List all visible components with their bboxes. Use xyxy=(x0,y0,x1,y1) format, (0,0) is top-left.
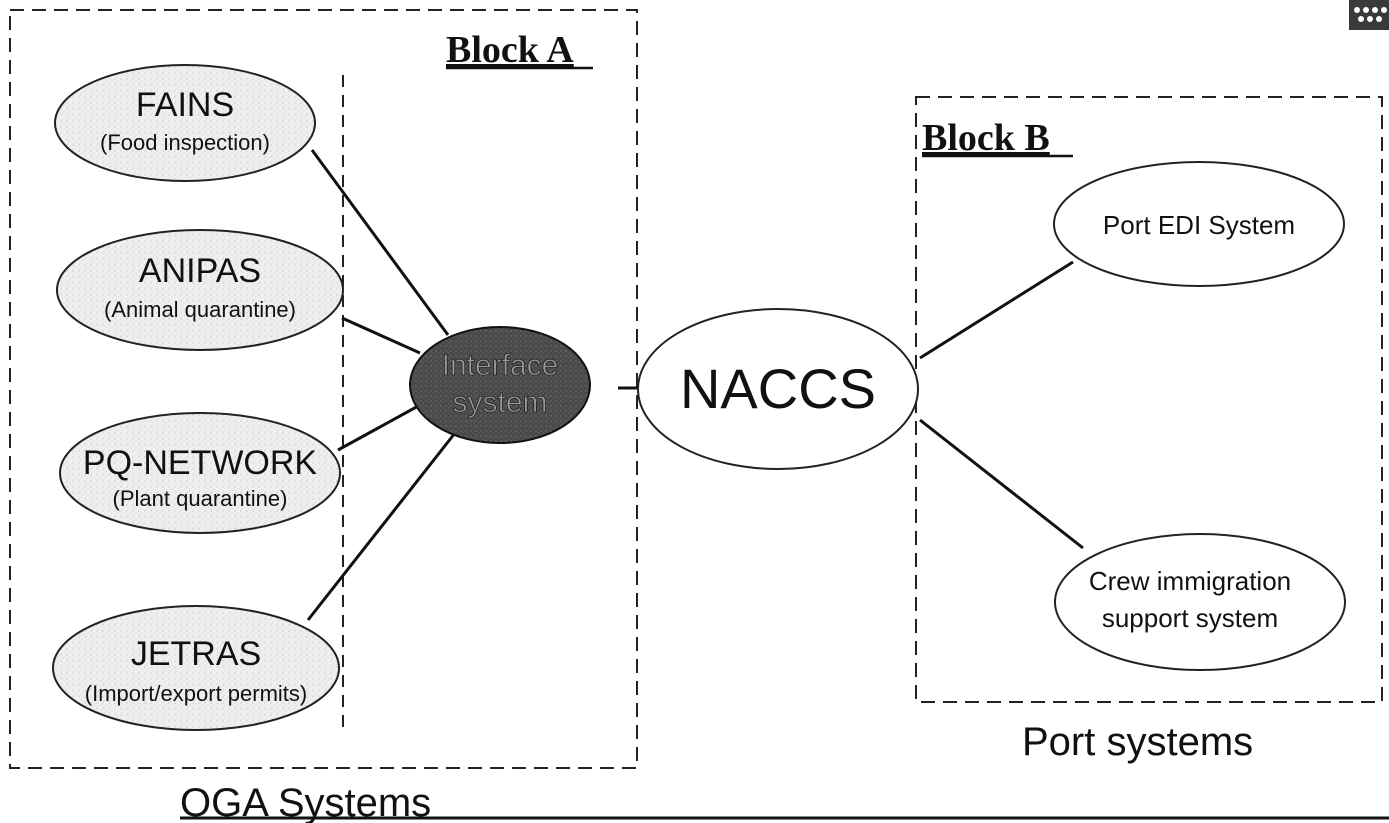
system-line1: Port EDI System xyxy=(1103,210,1295,240)
system-line1: Crew immigration xyxy=(1089,566,1291,596)
connectors xyxy=(306,149,1084,621)
block-b-caption: Port systems xyxy=(1022,720,1253,764)
system-desc: (Animal quarantine) xyxy=(104,297,296,322)
interface-line2: system xyxy=(452,386,547,419)
system-name: PQ-NETWORK xyxy=(83,444,318,482)
system-name: FAINS xyxy=(136,86,234,124)
connector-pqnetwork xyxy=(337,403,421,452)
connector-anipas xyxy=(341,316,421,355)
block-a-title: Block A xyxy=(446,29,574,71)
system-line2: support system xyxy=(1102,603,1278,633)
system-port-edi: Port EDI System xyxy=(1053,161,1345,287)
system-desc: (Import/export permits) xyxy=(85,681,308,706)
system-anipas: ANIPAS (Animal quarantine) xyxy=(56,229,344,351)
system-desc: (Food inspection) xyxy=(100,130,270,155)
interface-system: Interface system xyxy=(409,326,591,444)
naccs-label: NACCS xyxy=(680,357,876,420)
connector-port-edi xyxy=(919,260,1074,360)
block-a-boundary xyxy=(9,9,638,769)
system-name: ANIPAS xyxy=(139,252,261,290)
system-name: JETRAS xyxy=(131,635,261,673)
system-crew-immigration: Crew immigration support system xyxy=(1054,533,1346,671)
connector-crew xyxy=(919,418,1084,550)
block-a-caption: OGA Systems xyxy=(180,781,431,823)
block-b-title: Block B xyxy=(922,117,1050,159)
logo-icon xyxy=(1349,0,1389,30)
interface-line1: Interface xyxy=(442,349,559,382)
system-jetras: JETRAS (Import/export permits) xyxy=(52,605,340,731)
system-fains: FAINS (Food inspection) xyxy=(54,64,316,182)
system-pq-network: PQ-NETWORK (Plant quarantine) xyxy=(59,412,341,534)
connector-fains xyxy=(310,149,450,336)
naccs-node: NACCS xyxy=(637,308,919,470)
connector-jetras xyxy=(306,432,457,621)
system-desc: (Plant quarantine) xyxy=(113,486,288,511)
